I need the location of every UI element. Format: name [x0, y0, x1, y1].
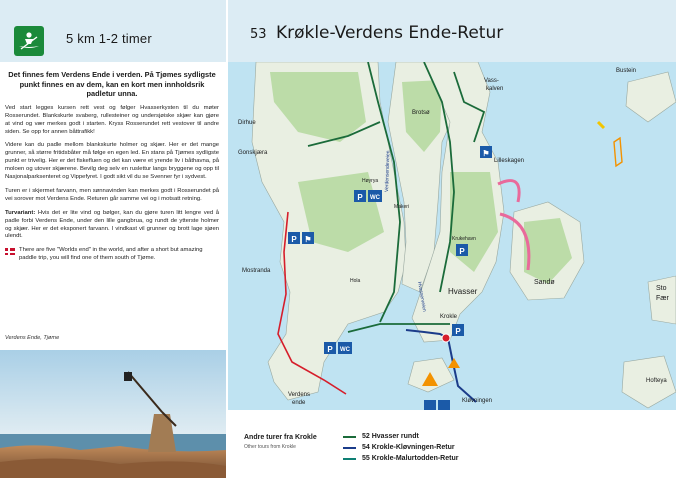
start-point-marker — [441, 333, 451, 343]
label-krokle: Krokle — [440, 314, 458, 320]
label-kruke-havn: Krukehavn — [452, 236, 476, 242]
english-summary: There are five "Worlds end" in the world… — [5, 247, 219, 263]
description-column: Det finnes fem Verdens Ende i verden. På… — [5, 70, 219, 271]
paragraph-skerries: Videre kan du padle mellom blankskurte h… — [5, 142, 219, 181]
svg-text:WC: WC — [340, 347, 351, 353]
variant-text: Hvis det er lite vind og bølger, kan du … — [5, 209, 219, 240]
label-verdens-ende: Verdens — [288, 392, 310, 398]
label-hoyrya: Høyrya — [362, 178, 378, 184]
label-vasskalven: Vass- — [484, 78, 499, 84]
variant-label: Turvariant: — [5, 209, 36, 216]
svg-text:P: P — [455, 327, 461, 336]
intro-text: Det finnes fem Verdens Ende i verden. På… — [8, 70, 216, 99]
paragraph-variant: Turvariant: Hvis det er lite vind og bøl… — [5, 210, 219, 242]
legend-item-54[interactable]: 54 Krokle-Kløvningen-Retur — [342, 443, 455, 452]
kayak-icon — [19, 32, 39, 50]
svg-text:P: P — [357, 193, 363, 202]
red-route — [277, 211, 347, 395]
label-mostranda: Mostranda — [242, 268, 271, 274]
svg-text:WC: WC — [370, 195, 381, 201]
route-number: 53 — [250, 27, 267, 42]
svg-text:⚑: ⚑ — [304, 235, 311, 244]
svg-text:ende: ende — [292, 400, 306, 406]
photo-verdens-ende — [0, 350, 226, 478]
paragraph-return: Turen er i skjermet farvann, men sønnavi… — [5, 187, 219, 202]
legend-item-55[interactable]: 55 Krokle-Malurtodden-Retur — [342, 454, 458, 463]
label-sto: Sto — [656, 285, 667, 292]
label-makeri: Makeri — [394, 204, 409, 210]
pink-route — [497, 179, 521, 203]
column-divider — [226, 0, 228, 478]
photo-caption: Verdens Ende, Tjøme — [5, 335, 60, 341]
legend-item-label: 55 Krokle-Malurtodden-Retur — [362, 455, 459, 462]
green-routes — [307, 62, 486, 333]
paragraph-route-start: Ved start legges kursen rett vest og føl… — [5, 104, 219, 135]
svg-text:P: P — [459, 247, 465, 256]
road-label-diagonal: Hvasserveien — [416, 281, 427, 312]
legend-item-label: 52 Hvasser rundt — [362, 433, 419, 440]
label-lilleskagen: Lilleskagen — [494, 158, 524, 164]
label-klovningen: Kløvningen — [462, 398, 492, 404]
label-hola: Hola — [350, 278, 361, 284]
english-text: There are five "Worlds end" in the world… — [19, 247, 203, 262]
route-line-swatch — [342, 443, 358, 452]
label-bustein: Bustein — [616, 68, 636, 74]
header-left-bar: 5 km 1-2 timer — [0, 0, 228, 62]
legend-item-52[interactable]: 52 Hvasser rundt — [342, 432, 419, 441]
legend-title: Andre turer fra Krokle — [244, 434, 317, 441]
label-dirhue: Dirhue — [238, 120, 256, 126]
label-faer: Fær — [656, 295, 670, 302]
other-tours-legend: Andre turer fra Krokle Other tours from … — [228, 410, 676, 478]
label-sando: Sandø — [534, 279, 555, 286]
route-distance-time: 5 km 1-2 timer — [66, 31, 152, 46]
place-labels: Dirhue Gonskjæra Mostranda Brotsø Vass- … — [238, 68, 670, 406]
route-name: Krøkle-Verdens Ende-Retur — [275, 23, 504, 43]
label-gonskjaera: Gonskjæra — [238, 150, 268, 156]
legend-subtitle: Other tours from Krokle — [244, 444, 296, 450]
legend-item-label: 54 Krokle-Kløvningen-Retur — [362, 444, 455, 451]
header-right-bar — [228, 0, 676, 62]
svg-text:P: P — [291, 235, 297, 244]
route-map[interactable]: P ⚑ P WC P WC P P ⚑ Dirhue Gonskjæra Mos… — [228, 62, 676, 410]
label-hvasser: Hvasser — [448, 287, 478, 296]
route-title: 53 Krøkle-Verdens Ende-Retur — [250, 23, 503, 43]
label-hofteya: Hofteya — [646, 378, 667, 384]
svg-text:⚑: ⚑ — [482, 149, 489, 158]
uk-flag-icon — [5, 248, 15, 256]
kayak-badge — [14, 26, 44, 56]
route-line-swatch — [342, 454, 358, 463]
road-label-vertical: Verdensendeveien — [384, 150, 391, 192]
label-brotso: Brotsø — [412, 110, 430, 116]
route-line-swatch — [342, 432, 358, 441]
campsite-icons — [422, 358, 460, 386]
svg-text:P: P — [327, 345, 333, 354]
svg-text:kalven: kalven — [486, 86, 503, 92]
service-icons: P ⚑ P WC P WC P P ⚑ — [288, 146, 492, 410]
